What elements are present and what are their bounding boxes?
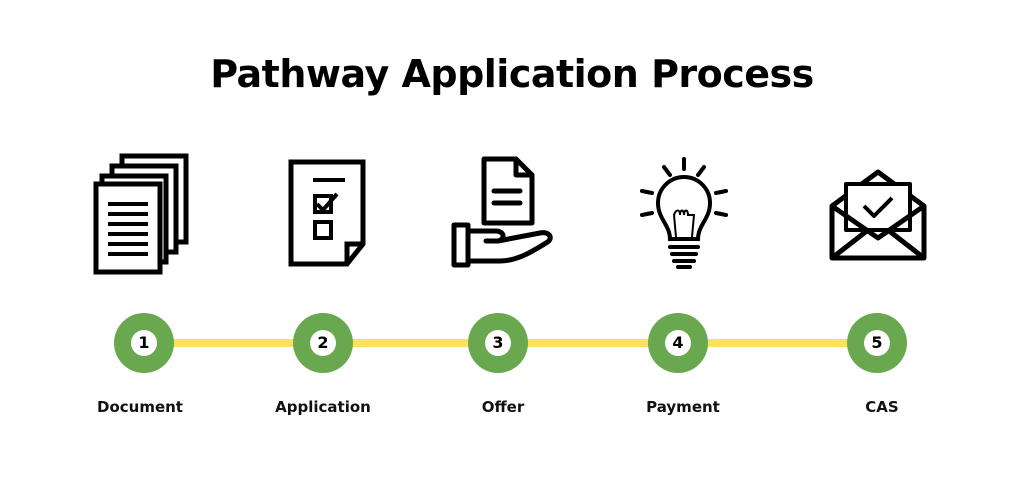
step-number: 4 (665, 330, 691, 356)
hand-offering-document-icon (451, 156, 553, 268)
step-number: 5 (864, 330, 890, 356)
step-marker-2: 2 (293, 313, 353, 373)
step-marker-1: 1 (114, 313, 174, 373)
step-label-cas: CAS (865, 398, 899, 416)
step-marker-5: 5 (847, 313, 907, 373)
light-bulb-icon (640, 157, 728, 269)
page-title: Pathway Application Process (210, 52, 814, 96)
step-number: 1 (131, 330, 157, 356)
step-label-document: Document (97, 398, 183, 416)
step-marker-4: 4 (648, 313, 708, 373)
step-label-application: Application (275, 398, 371, 416)
checklist-form-icon (288, 159, 366, 267)
step-label-offer: Offer (481, 398, 525, 416)
step-number: 3 (485, 330, 511, 356)
documents-stack-icon (93, 153, 189, 275)
step-label-payment: Payment (646, 398, 720, 416)
step-number: 2 (310, 330, 336, 356)
step-marker-3: 3 (468, 313, 528, 373)
envelope-check-icon (829, 169, 927, 261)
